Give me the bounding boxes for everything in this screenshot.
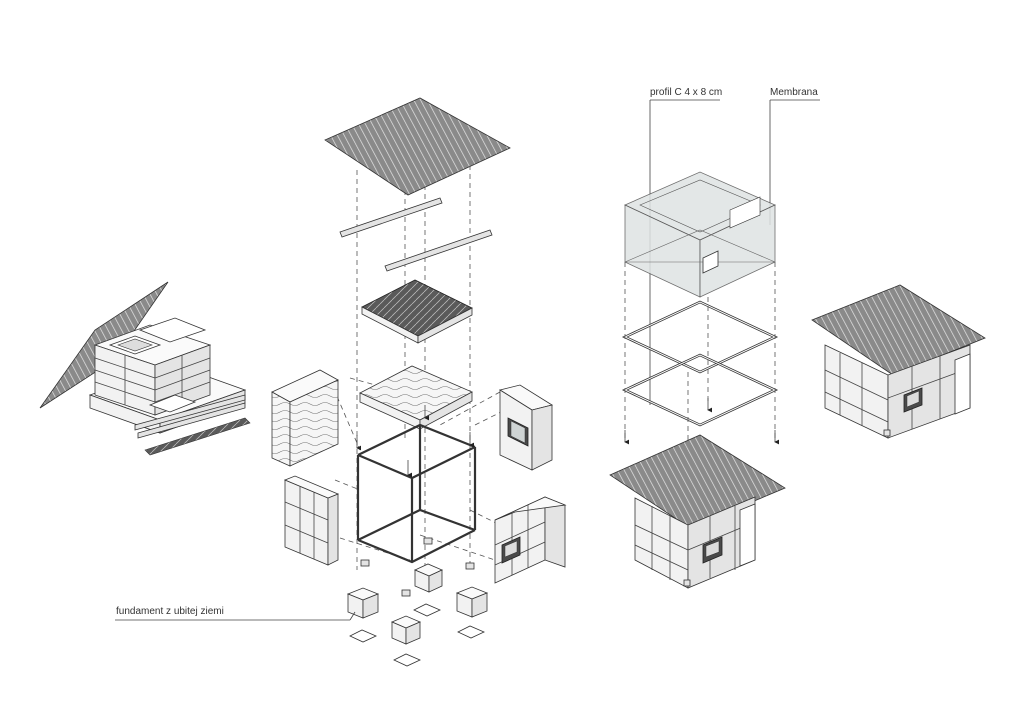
ceiling-panel (361, 279, 473, 337)
purlin-2 (384, 229, 493, 272)
membrane-label: Membrana (770, 87, 818, 98)
steel-frame-cube (356, 423, 477, 564)
wall-panel-left (271, 391, 291, 467)
foundation-callout: fundament z ubitej ziemi (115, 606, 356, 621)
purlin-1 (339, 197, 443, 238)
c-profile-top-ring (621, 300, 779, 374)
wall-panel-grid-left (283, 475, 340, 566)
membrane-assembly: profil C 4 x 8 cm Membrana (609, 87, 820, 589)
corrugated-roof (324, 97, 511, 196)
foundation-blocks (346, 537, 489, 667)
wall-panel-grid-right (494, 496, 567, 584)
cabin-final (811, 284, 986, 439)
c-profile-bottom-ring (621, 353, 779, 427)
cabin-assembled-center (609, 434, 786, 589)
foundation-label: fundament z ubitej ziemi (116, 606, 224, 617)
material-stack (39, 281, 251, 456)
exploded-assembly (271, 97, 567, 667)
floor-slab (359, 365, 473, 421)
final-roof (811, 284, 986, 376)
profile-label: profil C 4 x 8 cm (650, 87, 722, 98)
